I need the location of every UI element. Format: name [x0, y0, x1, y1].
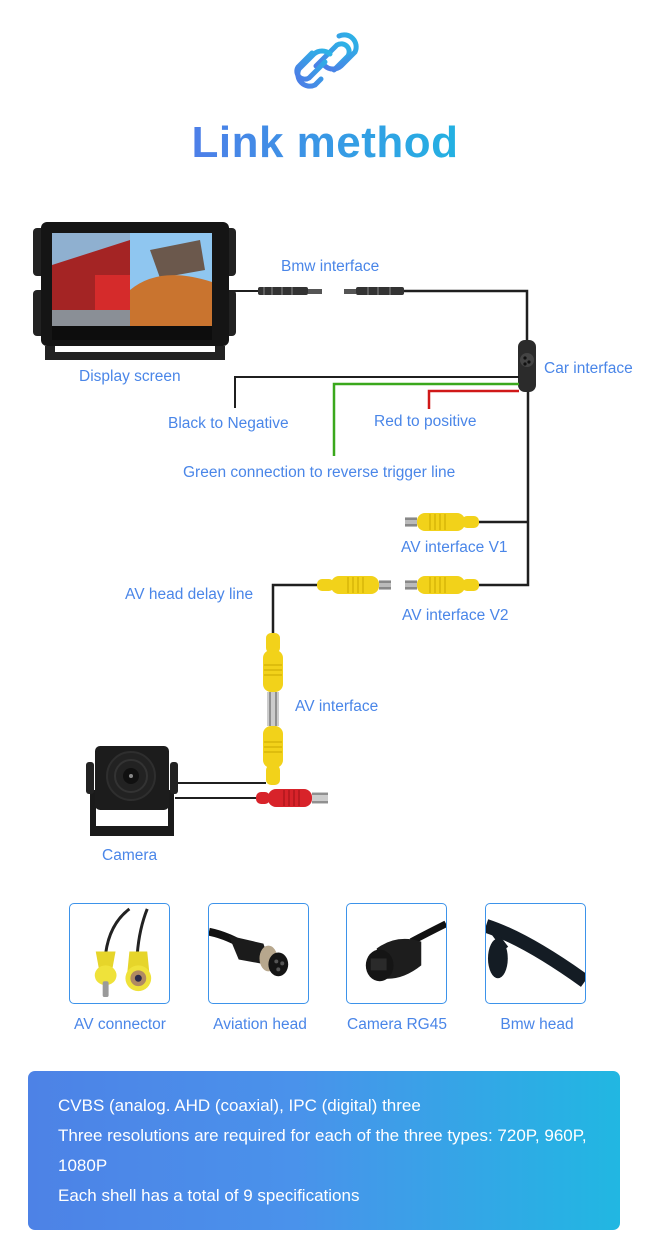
green-trigger-label: Green connection to reverse trigger line: [183, 464, 456, 481]
car-interface-label: Car interface: [544, 360, 633, 377]
info-line: Each shell has a total of 9 specificatio…: [58, 1186, 360, 1205]
rca-red: [256, 789, 328, 807]
connector-label: Bmw head: [500, 1016, 574, 1033]
connector-label: AV connector: [74, 1016, 166, 1033]
display-screen-image: [33, 222, 236, 360]
av-interface-label: AV interface: [295, 698, 379, 715]
aviation-head-photo: [208, 903, 309, 1004]
av-connector-photo: [69, 903, 170, 1004]
rca-v2: [405, 576, 479, 594]
spec-info-box: CVBS (analog. AHD (coaxial), IPC (digita…: [28, 1071, 620, 1230]
info-line: CVBS (analog. AHD (coaxial), IPC (digita…: [58, 1096, 421, 1115]
rca-v1: [405, 513, 479, 531]
black-negative-label: Black to Negative: [168, 415, 289, 432]
av-v1-label: AV interface V1: [401, 539, 508, 556]
wiring-diagram: [33, 222, 536, 836]
rca-av-interface: [263, 633, 283, 785]
connector-label: Aviation head: [213, 1016, 307, 1033]
bmw-head-photo: [485, 903, 586, 1004]
connector-label: Camera RG45: [347, 1016, 447, 1033]
link-icon: [294, 32, 359, 89]
display-screen-label: Display screen: [79, 368, 181, 385]
camera-rg45-photo: [346, 903, 447, 1004]
av-delay-label: AV head delay line: [125, 586, 254, 603]
page-title: Link method: [0, 118, 650, 168]
av-v2-label: AV interface V2: [402, 607, 509, 624]
info-line: Three resolutions are required for each …: [58, 1126, 587, 1175]
camera-image: [86, 746, 178, 836]
rca-delay: [271, 576, 391, 636]
bmw-interface-label: Bmw interface: [281, 258, 380, 275]
camera-label: Camera: [102, 847, 158, 864]
red-positive-label: Red to positive: [374, 413, 477, 430]
